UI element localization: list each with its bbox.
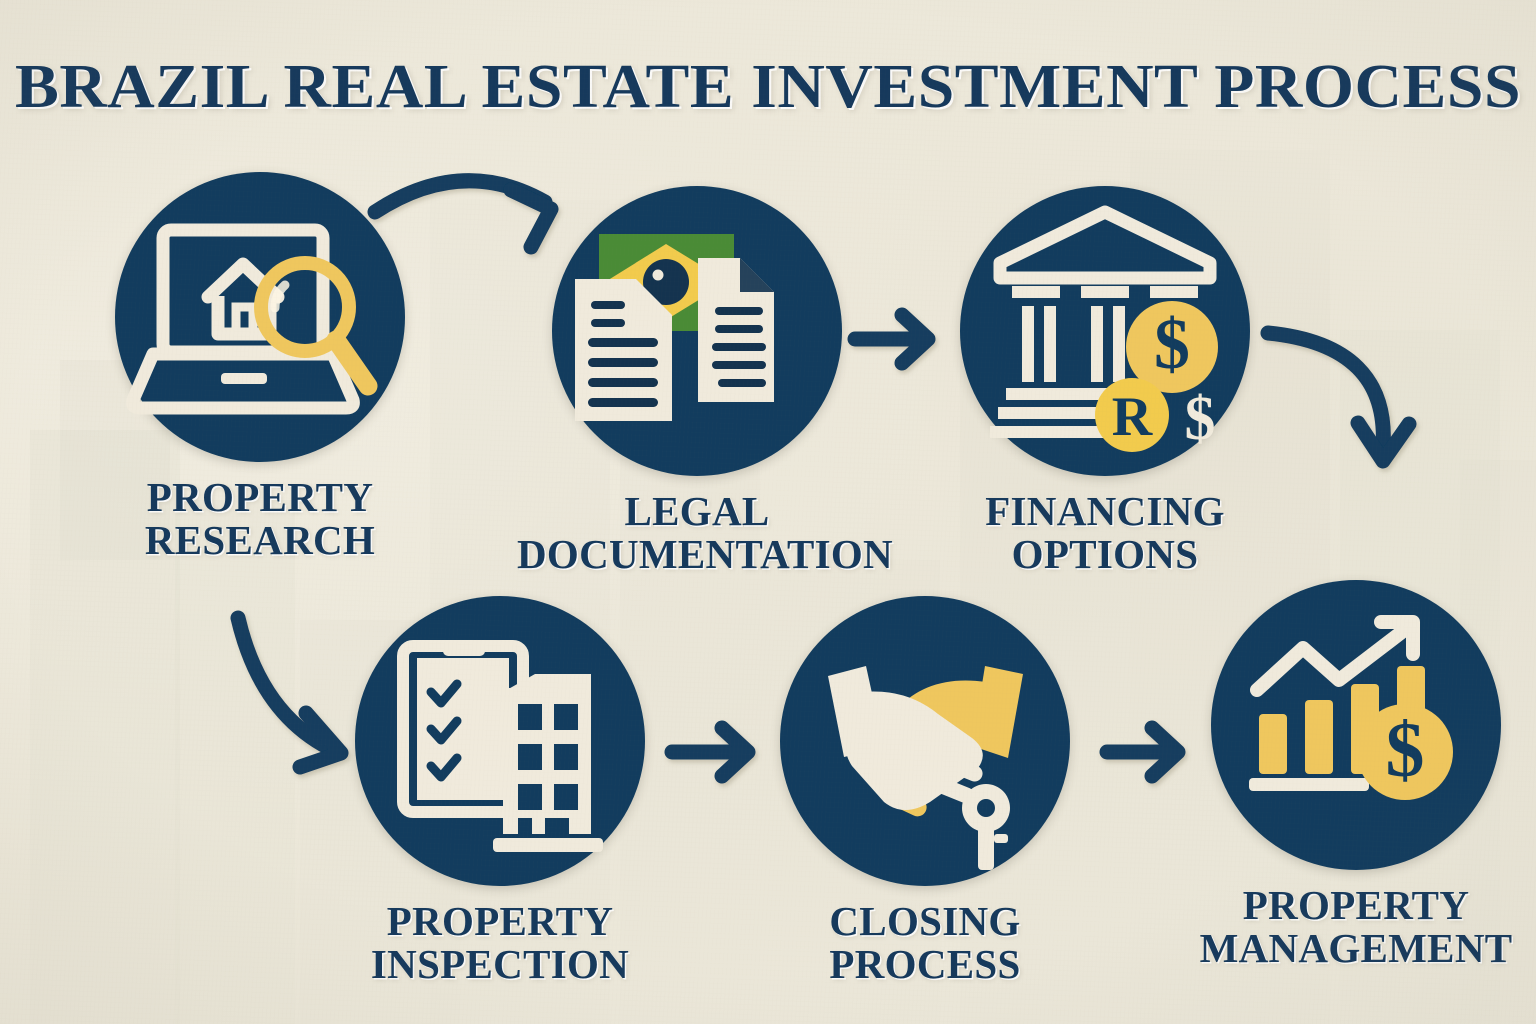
step-6-label: PROPERTY MANAGEMENT [1176,882,1536,972]
document-left-icon [575,279,672,421]
step-1-label: PROPERTY RESEARCH [110,474,410,564]
clipboard-building-icon [397,640,603,852]
step-2-label-line1: LEGAL [624,488,770,534]
step-1-label-line1: PROPERTY [146,474,374,520]
svg-text:$: $ [1185,385,1216,453]
step-4-label-line2: INSPECTION [370,941,630,988]
growth-chart-coin-icon: $ [1249,615,1453,800]
step-legal-documentation[interactable]: LEGAL DOCUMENTATION [517,186,893,578]
step-6-label-line2: MANAGEMENT [1199,925,1513,972]
laptop-house-magnifier-icon [126,223,378,415]
step-5-label: CLOSING PROCESS [760,898,1090,988]
handshake-key-icon [828,666,1023,870]
step-2-label-line2: DOCUMENTATION [517,531,893,578]
step-3-icon-circle: $ R $ [960,186,1250,476]
step-3-label: FINANCING OPTIONS [925,488,1285,578]
step-financing-options[interactable]: $ R $ FINANCING OPTIONS [925,186,1285,577]
step-4-label-line1: PROPERTY [386,898,614,944]
svg-text:$: $ [1154,304,1190,384]
key-icon [962,784,1010,870]
step-6-icon-circle: $ [1211,580,1501,870]
step-closing-process[interactable]: CLOSING PROCESS [760,596,1090,987]
step-5-label-line1: CLOSING [829,898,1021,944]
step-1-icon-circle [115,172,405,462]
document-right-icon [698,258,774,402]
step-5-label-line2: PROCESS [829,941,1021,988]
documents-brazil-flag-icon [575,234,774,421]
svg-text:R: R [1112,386,1153,448]
svg-text:$: $ [1386,706,1425,793]
step-property-research[interactable]: PROPERTY RESEARCH [110,172,410,563]
step-property-inspection[interactable]: PROPERTY INSPECTION [335,596,665,987]
step-1-label-line2: RESEARCH [144,517,376,564]
step-2-icon-circle [552,186,842,476]
page-title: BRAZIL REAL ESTATE INVESTMENT PROCESS [14,53,1522,121]
step-3-label-line2: OPTIONS [1011,531,1199,578]
step-3-label-line1: FINANCING [985,488,1225,534]
step-4-icon-circle [355,596,645,886]
step-6-label-line1: PROPERTY [1242,882,1470,928]
step-5-icon-circle [780,596,1070,886]
step-4-label: PROPERTY INSPECTION [335,898,665,988]
step-2-label: LEGAL DOCUMENTATION [517,488,893,578]
bank-coins-icon: $ R $ [990,205,1218,453]
step-property-management[interactable]: $ PROPERTY MANAGEMENT [1176,580,1536,971]
